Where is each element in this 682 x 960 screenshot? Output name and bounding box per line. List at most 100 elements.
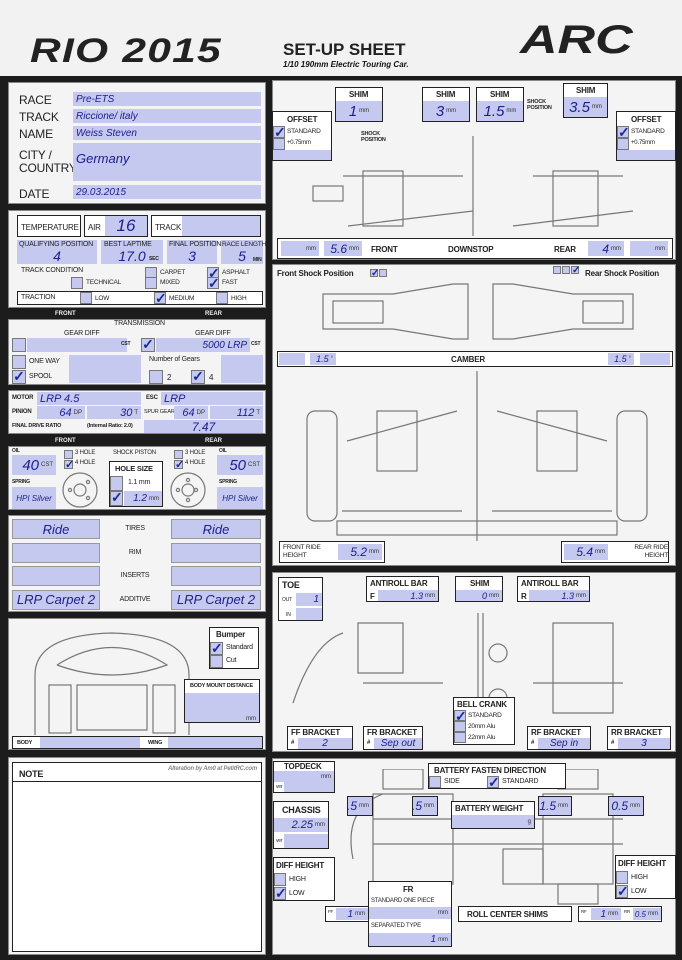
- front-diff-high-checkbox[interactable]: [274, 873, 286, 886]
- race-length-field[interactable]: 5: [221, 240, 263, 264]
- toe-out-field[interactable]: 1: [296, 593, 322, 606]
- front-4hole-checkbox[interactable]: ✓: [64, 459, 75, 471]
- body-mount-field[interactable]: mm: [185, 693, 259, 722]
- rear-diff-high-checkbox[interactable]: [616, 871, 628, 884]
- rear-offset-plus-checkbox[interactable]: [617, 138, 629, 150]
- front-shock-pos-1-checkbox[interactable]: ✓: [370, 268, 380, 279]
- rear-diff-checkbox[interactable]: ✓: [141, 336, 155, 352]
- air-field[interactable]: 16: [105, 216, 147, 236]
- front-spring-field[interactable]: HPI Silver: [12, 487, 56, 509]
- rear-additive-field[interactable]: LRP Carpet 2: [171, 589, 261, 610]
- rear-diff-notes[interactable]: [221, 355, 263, 383]
- rear-4hole-checkbox[interactable]: ✓: [174, 459, 185, 471]
- front-diff-notes[interactable]: [69, 355, 141, 383]
- gears-2-checkbox[interactable]: [149, 370, 163, 384]
- hole-1-1-checkbox[interactable]: [110, 476, 123, 491]
- fast-checkbox[interactable]: ✓: [207, 275, 220, 291]
- rr-bracket-field[interactable]: 3: [618, 738, 670, 749]
- topdeck-ver-field[interactable]: [284, 782, 334, 792]
- motor-field[interactable]: LRP 4.5: [37, 392, 141, 405]
- rear-diff-low-checkbox[interactable]: ✓: [616, 883, 629, 899]
- rear-offset-custom-field[interactable]: [617, 150, 675, 160]
- front-offset-plus-checkbox[interactable]: [273, 138, 285, 150]
- bumper-standard-checkbox[interactable]: ✓: [210, 640, 223, 656]
- fdr-field[interactable]: 7.47: [144, 420, 263, 433]
- qualifying-field[interactable]: 4: [17, 240, 97, 264]
- final-position-field[interactable]: 3: [167, 240, 217, 264]
- track-field[interactable]: Riccione/ italy: [73, 109, 261, 123]
- front-offset-standard-checkbox[interactable]: ✓: [273, 124, 286, 140]
- battery-weight-field[interactable]: g: [452, 815, 534, 828]
- esc-field[interactable]: LRP: [161, 392, 263, 405]
- ff-bracket-field[interactable]: 2: [298, 738, 352, 749]
- spool-checkbox[interactable]: ✓: [12, 368, 26, 384]
- track-temp-field[interactable]: [182, 216, 260, 236]
- rear-camber-field[interactable]: 1.5°: [608, 353, 634, 365]
- front-diff-field[interactable]: [27, 338, 127, 352]
- front-3hole-checkbox[interactable]: [64, 450, 73, 459]
- front-shock-pos-2-checkbox[interactable]: [379, 269, 387, 277]
- rear-inserts-field[interactable]: [171, 566, 261, 586]
- front-rim-field[interactable]: [12, 542, 100, 563]
- name-field[interactable]: Weiss Steven: [73, 126, 261, 140]
- traction-high-checkbox[interactable]: [216, 292, 228, 304]
- rear-offset-standard-checkbox[interactable]: ✓: [617, 124, 630, 140]
- mixed-checkbox[interactable]: [145, 277, 157, 289]
- rear-offset-downstop-field[interactable]: mm: [630, 241, 668, 256]
- best-laptime-field[interactable]: 17.0: [101, 240, 163, 264]
- toe-in-field[interactable]: [296, 608, 322, 620]
- front-camber-extra-field[interactable]: [279, 353, 305, 365]
- city-field[interactable]: Germany: [73, 143, 261, 181]
- front-shim-2-field[interactable]: 0.5mm: [412, 796, 438, 816]
- bellcrank-standard-checkbox[interactable]: ✓: [454, 708, 467, 724]
- traction-low-checkbox[interactable]: [80, 292, 92, 304]
- one-piece-field[interactable]: mm: [369, 907, 451, 919]
- front-inserts-field[interactable]: [12, 566, 100, 586]
- front-camber-field[interactable]: 1.5°: [310, 353, 336, 365]
- body-field[interactable]: [40, 737, 140, 748]
- race-field[interactable]: Pre-ETS: [73, 92, 261, 106]
- gears-4-checkbox[interactable]: ✓: [191, 368, 205, 384]
- rear-rim-field[interactable]: [171, 542, 261, 563]
- date-field[interactable]: 29.03.2015: [73, 185, 261, 199]
- rear-shock-pos-1-checkbox[interactable]: [553, 266, 561, 274]
- rear-shock-pos-2-checkbox[interactable]: [562, 266, 570, 274]
- rear-3hole-checkbox[interactable]: [174, 450, 183, 459]
- topdeck-field[interactable]: mm: [274, 771, 334, 782]
- front-shim-1-field[interactable]: 1.5mm: [347, 796, 373, 816]
- rear-tires-field[interactable]: Ride: [171, 519, 261, 539]
- front-additive-field[interactable]: LRP Carpet 2: [12, 589, 100, 610]
- fr-bracket-field[interactable]: Sep out: [374, 738, 422, 749]
- front-diff-low-checkbox[interactable]: ✓: [274, 885, 287, 901]
- front-tires-field[interactable]: Ride: [12, 519, 100, 539]
- front-offset-downstop-field[interactable]: mm: [281, 241, 319, 256]
- bumper-cut-checkbox[interactable]: [210, 655, 223, 668]
- chassis-ver-field[interactable]: [284, 834, 328, 848]
- rear-spring-field[interactable]: HPI Silver: [217, 487, 263, 509]
- note-area[interactable]: NOTE Alteration by Am0 at PetitRC.com: [12, 762, 262, 952]
- rear-diff-field[interactable]: 5000 LRP: [156, 338, 250, 352]
- rear-shock-pos-3-checkbox[interactable]: ✓: [571, 265, 581, 276]
